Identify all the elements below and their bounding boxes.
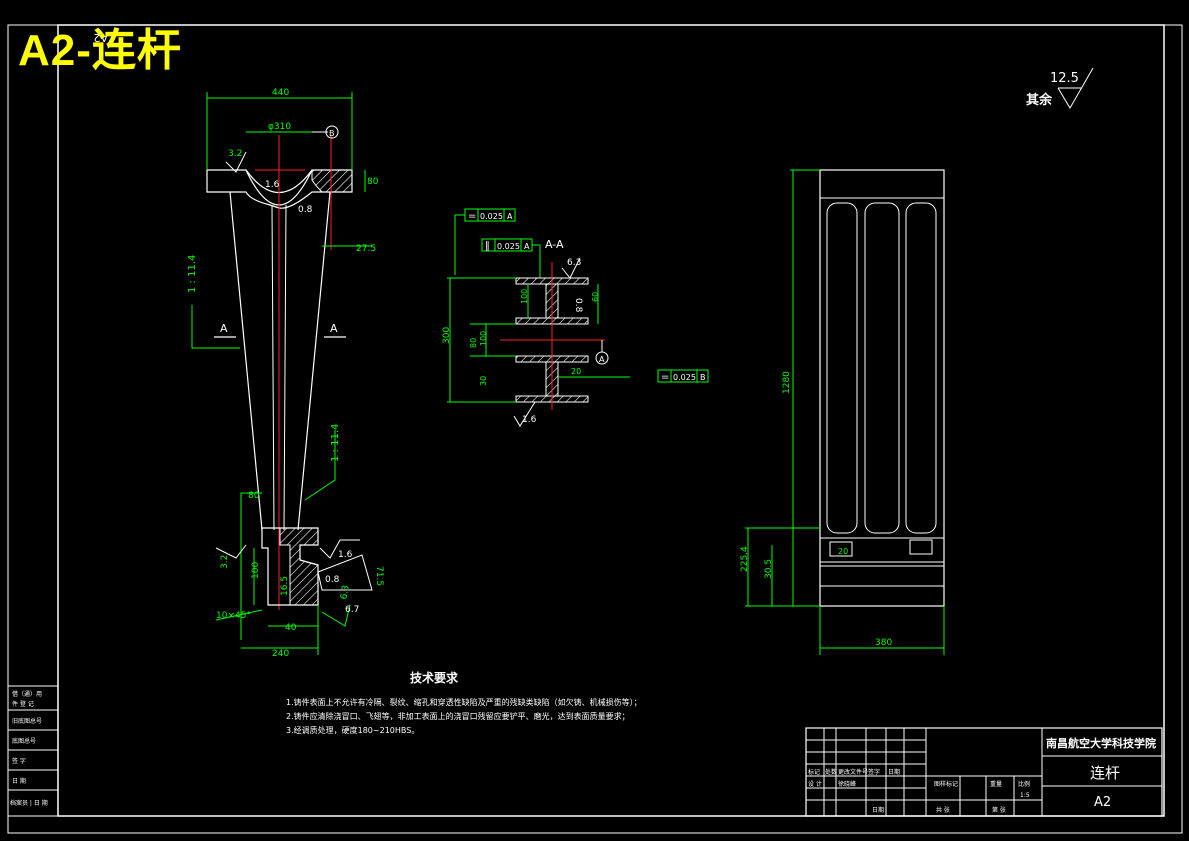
front-foot-hatch (279, 527, 319, 606)
section-view: A-A = 0.025 A ∥ 0.025 A 6.3 0.8 1.6 3 (442, 208, 709, 427)
front-view: 440 φ310 B 3.2 1.6 0.8 80 27.5 1 : 11.4 … (187, 88, 384, 659)
rough-foot: 6.3 (339, 584, 351, 600)
part-name: 连杆 (1090, 764, 1120, 782)
dim-bore: φ310 (268, 122, 291, 132)
sheet-current: 第 张 (992, 806, 1006, 814)
left-strip: 借（通）用 件 登 记 旧底图总号 底图总号 签 字 日 期 档案员 | 日 期 (7, 685, 59, 817)
dim-web: 20 (571, 367, 581, 376)
dim-foot-h: 80 (248, 491, 260, 501)
roughness-other-label: 其余 (1026, 92, 1053, 108)
dim-gap: 100 (479, 331, 488, 346)
strip-label-1: 借（通）用 (12, 690, 42, 698)
weight-label: 重量 (990, 780, 1002, 788)
section-mark-right: A (330, 322, 338, 335)
dim-pocket-h: 100 (251, 562, 261, 579)
rev-count: 处数 (825, 768, 837, 776)
rough-inner: 1.6 (338, 550, 353, 560)
tech-requirements: 技术要求 1.铸件表面上不允许有冷隔、裂纹、缩孔和穿透性缺陷及严重的残缺类缺陷（… (286, 670, 642, 735)
stage-label: 图样标记 (934, 780, 958, 788)
taper-lower: 1 : 11.4 (330, 424, 341, 462)
scale-value: 1:5 (1020, 792, 1030, 799)
section-rough-top: 6.3 (567, 258, 581, 268)
section-rough-bottom: 1.6 (522, 415, 537, 425)
tol1-datum: A (507, 212, 513, 221)
tech-line-3: 3.经调质处理，硬度180~210HBS。 (286, 725, 419, 735)
dim-h71: 71.5 (374, 566, 384, 586)
designer: 徐晓峰 (838, 780, 856, 788)
overlay-title: A2-连杆 (18, 26, 182, 75)
strip-label-6: 日 期 (12, 777, 26, 785)
dim-flange-h: 80 (367, 177, 379, 187)
side-view: 1280 225.4 30.5 20 380 (740, 169, 945, 655)
tech-line-1: 1.铸件表面上不允许有冷隔、裂纹、缩孔和穿透性缺陷及严重的残缺类缺陷（如欠铸、机… (286, 697, 642, 707)
dim-side-width: 380 (875, 638, 892, 648)
scale-label: 比例 (1018, 780, 1030, 788)
dim-side-height: 1280 (782, 371, 792, 394)
roughness-other: 其余 12.5 (1026, 67, 1094, 109)
tol2-symbol: ∥ (485, 241, 490, 252)
front-top-flange (206, 169, 353, 209)
tol1-value: 0.025 (480, 212, 503, 221)
strip-label-2: 件 登 记 (12, 700, 34, 708)
strip-label-7: 档案员 | 日 期 (10, 799, 48, 807)
dim-base-h: 225.4 (740, 546, 750, 572)
dim-inner2: 60 (591, 292, 600, 302)
section-rough-web: 0.8 (573, 298, 583, 313)
dim-sub-h: 30.5 (764, 559, 774, 579)
datum-b: B (329, 129, 335, 138)
tech-heading: 技术要求 (410, 670, 459, 685)
rough-top: 3.2 (228, 149, 242, 159)
tol3-symbol: = (661, 372, 669, 383)
side-outline (819, 169, 945, 607)
inner-border (57, 24, 1165, 817)
dim-depth: 6.7 (345, 605, 359, 615)
rev-date: 日期 (888, 768, 900, 776)
dim-width-top: 440 (272, 88, 289, 98)
dim-angle: 16.5 (280, 576, 290, 596)
design-label: 设 计 (808, 780, 822, 788)
title-block: 南昌航空大学科技学院 连杆 A2 标记 处数 更改文件号 签字 日期 设 计 徐… (805, 727, 1163, 817)
front-top-hatch (311, 169, 353, 193)
dim-offset: 27.5 (356, 244, 376, 254)
dim-pocket-w: 40 (285, 623, 297, 633)
dim-inner1: 80 (469, 338, 478, 348)
dim-total-h: 300 (442, 327, 452, 344)
tol3-datum: B (700, 373, 706, 382)
rough-side: 0.8 (325, 575, 340, 585)
dim-bottom-h: 30 (479, 376, 488, 386)
datum-a: A (599, 355, 605, 364)
tol2-datum: A (524, 242, 530, 251)
date-label: 日期 (872, 806, 884, 814)
sheets-total: 共 张 (936, 806, 950, 814)
dim-base-w: 240 (272, 649, 289, 659)
rough-fillet: 0.8 (298, 205, 313, 215)
dim-slot: 20 (838, 547, 848, 556)
rev-sign: 签字 (868, 768, 880, 776)
section-mark-left: A (220, 322, 228, 335)
strip-label-3: 旧底图总号 (12, 717, 42, 725)
tech-line-2: 2.铸件应清除浇冒口、飞翅等，非加工表面上的浇冒口残留应要铲平、磨光，达到表面质… (286, 711, 630, 721)
sheet-code-rotated: A2 (93, 31, 108, 44)
section-title: A-A (545, 238, 564, 251)
rough-bore: 1.6 (265, 180, 280, 190)
tol3-value: 0.025 (673, 373, 696, 382)
taper-upper: 1 : 11.4 (187, 255, 198, 293)
strip-label-5: 签 字 (12, 757, 26, 765)
tol2-value: 0.025 (497, 242, 520, 251)
strip-label-4: 底图总号 (12, 737, 36, 745)
school-name: 南昌航空大学科技学院 (1046, 736, 1156, 750)
roughness-other-value: 12.5 (1050, 71, 1079, 86)
drawing-no: A2 (1094, 795, 1111, 810)
dim-flange-h-sec: 100 (520, 289, 529, 304)
rev-mark: 标记 (808, 768, 820, 776)
rough-left: 3.2 (220, 555, 230, 569)
tol1-symbol: = (468, 211, 476, 222)
rev-doc: 更改文件号 (838, 768, 868, 776)
